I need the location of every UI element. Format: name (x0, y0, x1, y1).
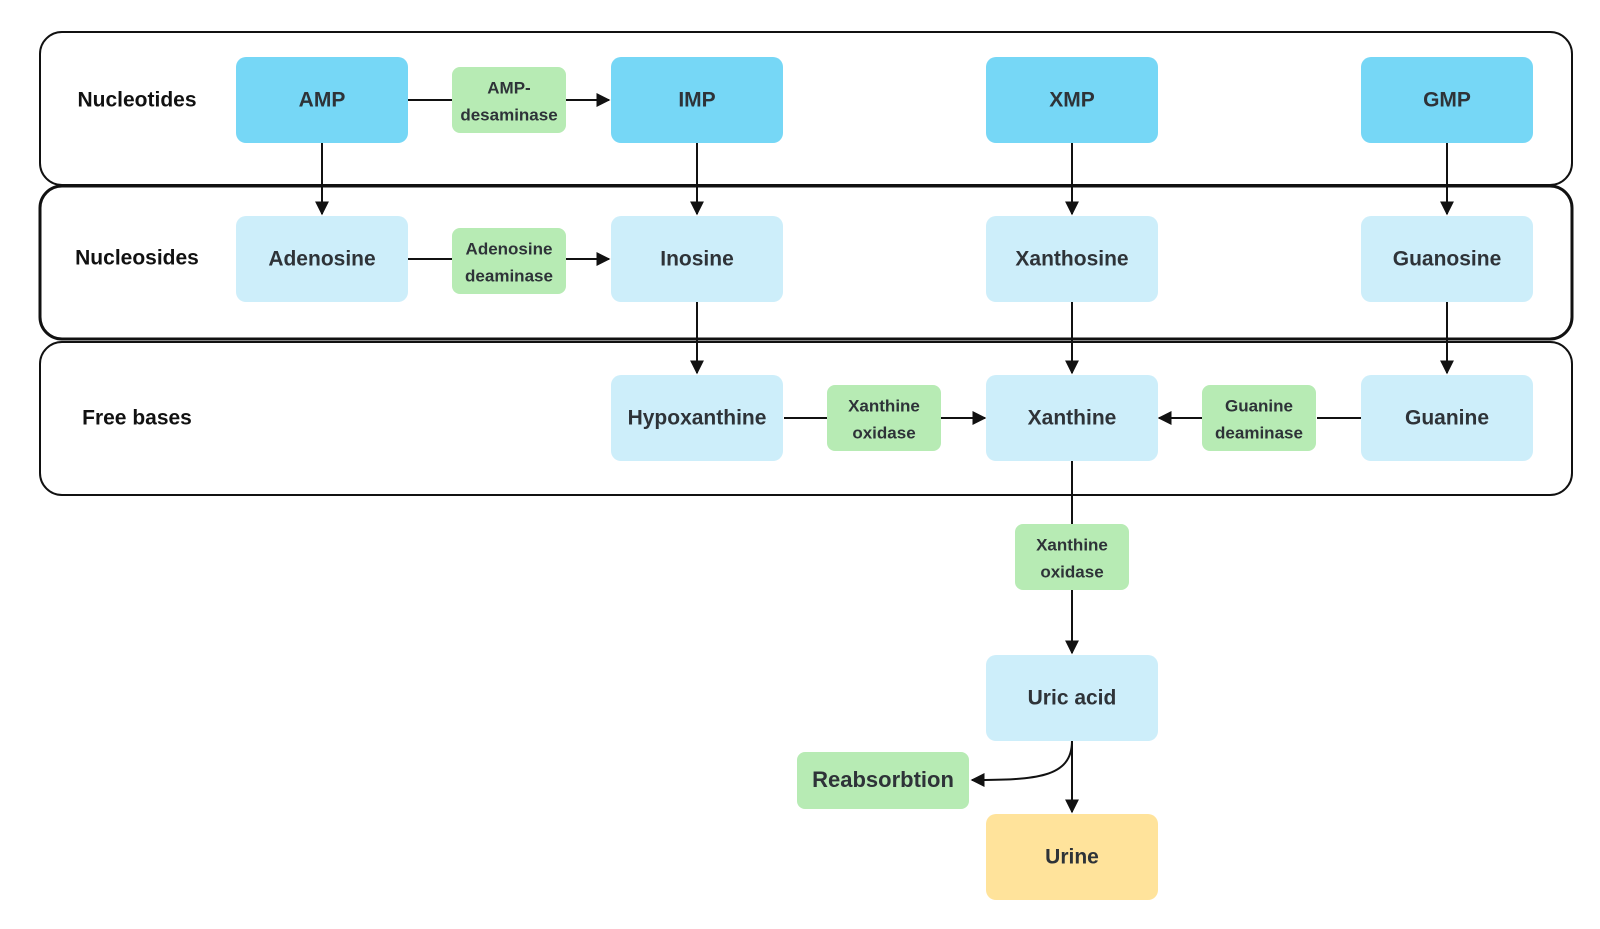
node-gmp-label: GMP (1423, 89, 1471, 112)
node-hypoxanthine: Hypoxanthine (611, 375, 783, 461)
node-xanthosine-box (986, 216, 1158, 302)
node-guanosine: Guanosine (1361, 216, 1533, 302)
node-reabsorption-label: Reabsorbtion (812, 767, 954, 792)
enzyme-amp-desaminase-line2: desaminase (460, 105, 557, 124)
node-imp: IMP (611, 57, 783, 143)
node-inosine: Inosine (611, 216, 783, 302)
node-hypoxanthine-label: Hypoxanthine (628, 407, 767, 430)
enzyme-xanthine-oxidase-row-box (827, 385, 941, 451)
node-reabsorption-box (797, 752, 969, 809)
enzyme-guanine-deaminase: Guanine deaminase (1202, 385, 1316, 451)
node-guanine-box (1361, 375, 1533, 461)
node-xanthine-label: Xanthine (1028, 407, 1117, 430)
enzyme-xanthine-oxidase-vertical-line2: oxidase (1040, 562, 1103, 581)
enzyme-adenosine-deaminase-box (452, 228, 566, 294)
node-inosine-label: Inosine (660, 248, 734, 271)
node-xmp-box (986, 57, 1158, 143)
enzyme-guanine-deaminase-line1: Guanine (1225, 396, 1293, 415)
enzyme-adenosine-deaminase-line2: deaminase (465, 266, 553, 285)
lane-free-bases (39, 341, 1573, 496)
node-amp-box (236, 57, 408, 143)
enzyme-xanthine-oxidase-vertical: Xanthine oxidase (1015, 524, 1129, 590)
node-xmp: XMP (986, 57, 1158, 143)
enzyme-xanthine-oxidase-row-line1: Xanthine (848, 396, 920, 415)
node-guanosine-box (1361, 216, 1533, 302)
node-xanthine: Xanthine (986, 375, 1158, 461)
node-uric-acid-label: Uric acid (1028, 687, 1117, 710)
enzyme-adenosine-deaminase-line1: Adenosine (466, 239, 553, 258)
edge-uric-acid-to-reabsorption (970, 740, 1073, 787)
enzyme-xanthine-oxidase-vertical-line1: Xanthine (1036, 535, 1108, 554)
enzyme-amp-desaminase-box (452, 67, 566, 133)
node-guanine-label: Guanine (1405, 407, 1489, 430)
node-xmp-label: XMP (1049, 89, 1095, 112)
lane-nucleosides (38, 184, 1574, 341)
node-adenosine-box (236, 216, 408, 302)
lane-label-nucleotides: Nucleotides (77, 89, 196, 112)
node-adenosine-label: Adenosine (268, 248, 375, 271)
node-amp: AMP (236, 57, 408, 143)
node-xanthosine-label: Xanthosine (1015, 248, 1128, 271)
enzyme-adenosine-deaminase: Adenosine deaminase (452, 228, 566, 294)
node-urine: Urine (986, 814, 1158, 900)
node-uric-acid: Uric acid (986, 655, 1158, 741)
node-amp-label: AMP (299, 89, 346, 112)
node-uric-acid-box (986, 655, 1158, 741)
enzyme-guanine-deaminase-line2: deaminase (1215, 423, 1303, 442)
node-imp-label: IMP (678, 89, 715, 112)
node-urine-box (986, 814, 1158, 900)
node-guanosine-label: Guanosine (1393, 248, 1502, 271)
node-guanine: Guanine (1361, 375, 1533, 461)
node-hypoxanthine-box (611, 375, 783, 461)
enzyme-guanine-deaminase-box (1202, 385, 1316, 451)
node-inosine-box (611, 216, 783, 302)
enzyme-amp-desaminase: AMP- desaminase (452, 67, 566, 133)
node-reabsorption: Reabsorbtion (797, 752, 969, 809)
node-urine-label: Urine (1045, 846, 1099, 869)
lane-label-free-bases: Free bases (82, 407, 192, 430)
node-gmp: GMP (1361, 57, 1533, 143)
enzyme-xanthine-oxidase-row-line2: oxidase (852, 423, 915, 442)
lane-label-nucleosides: Nucleosides (75, 247, 199, 270)
enzyme-xanthine-oxidase-vertical-box (1015, 524, 1129, 590)
node-gmp-box (1361, 57, 1533, 143)
node-adenosine: Adenosine (236, 216, 408, 302)
enzyme-amp-desaminase-line1: AMP- (487, 78, 530, 97)
node-xanthine-box (986, 375, 1158, 461)
node-imp-box (611, 57, 783, 143)
node-xanthosine: Xanthosine (986, 216, 1158, 302)
enzyme-xanthine-oxidase-row: Xanthine oxidase (827, 385, 941, 451)
